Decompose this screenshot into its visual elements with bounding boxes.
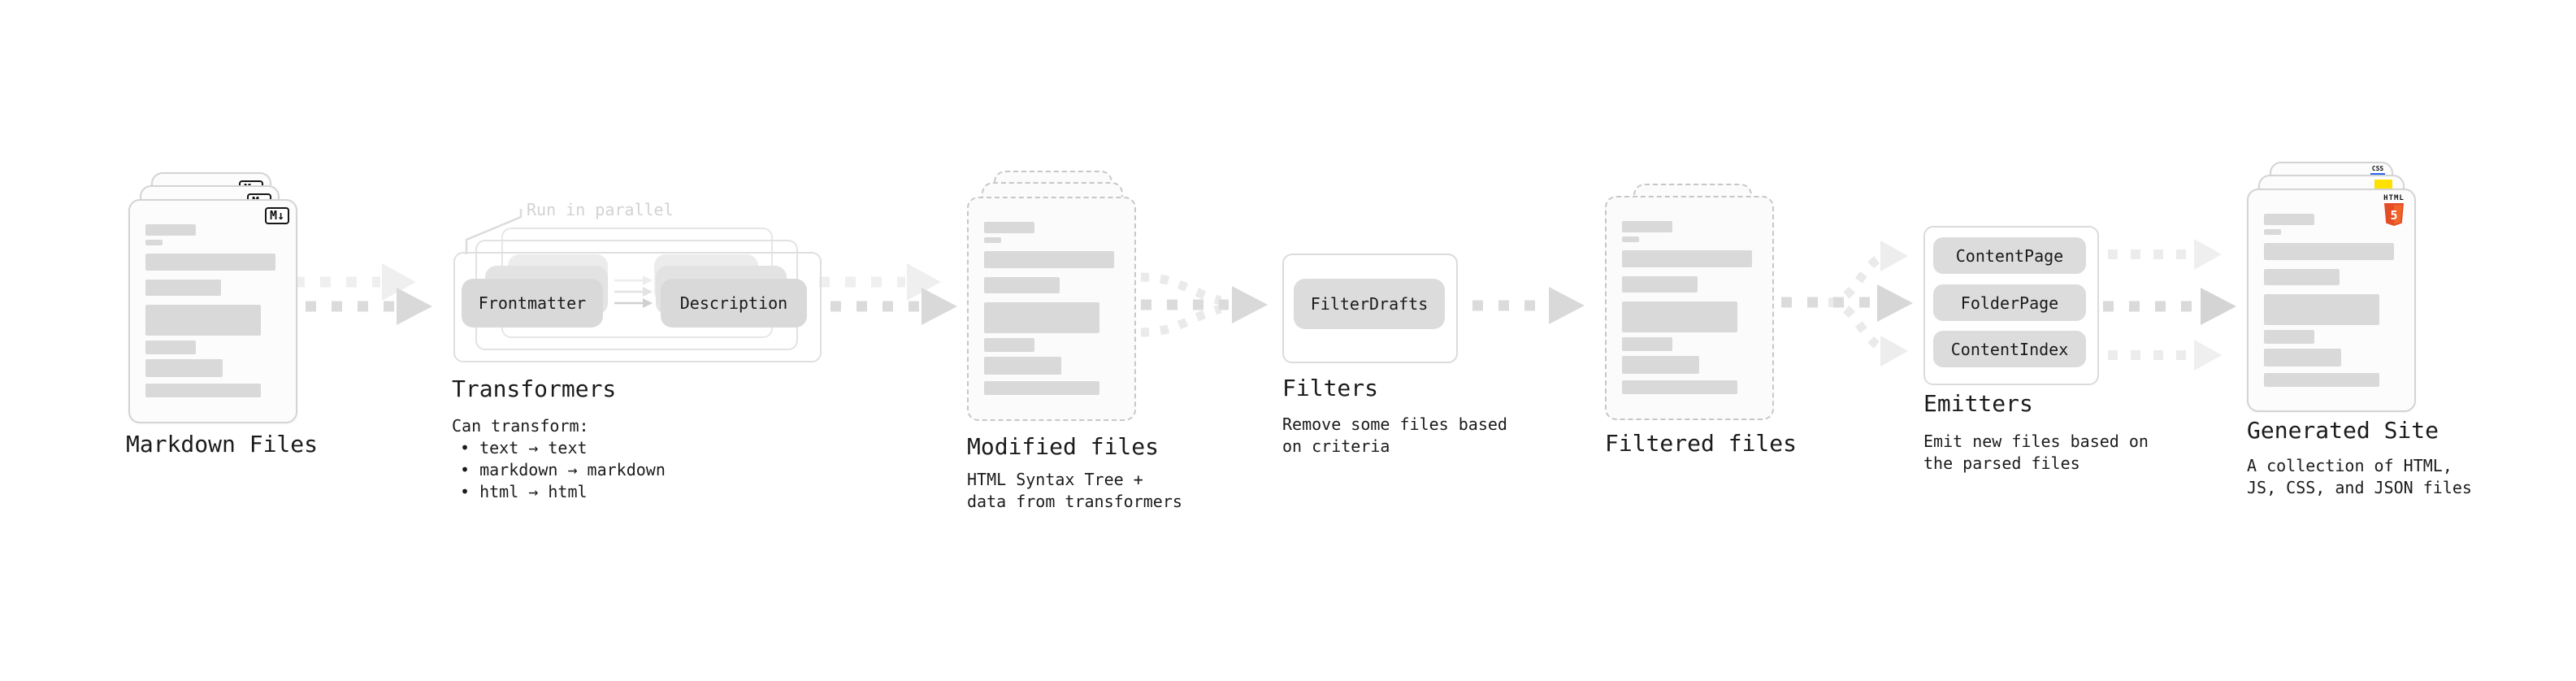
css-file-icon: CSS <box>2370 166 2385 176</box>
stage-label-markdown-files: Markdown Files <box>126 431 319 458</box>
stage-label-modified-files: Modified files <box>967 433 1160 460</box>
description-line: Can transform: <box>452 416 589 436</box>
markdown-doc-front: M↓ <box>128 199 297 423</box>
filter-box-filterdrafts: FilterDrafts <box>1294 279 1445 329</box>
html5-icon: HTML 5 <box>2383 195 2405 230</box>
stage-label-transformers: Transformers <box>452 375 617 402</box>
arrow-emitters-to-generated <box>2103 239 2236 371</box>
doc-content-bars <box>1622 221 1754 394</box>
generated-site-description: A collection of HTML, JS, CSS, and JSON … <box>2247 455 2472 499</box>
description-line: • text → text <box>460 438 588 458</box>
description-line: A collection of HTML, <box>2247 456 2452 475</box>
emitter-box-contentpage: ContentPage <box>1933 237 2086 274</box>
emitter-box-contentindex: ContentIndex <box>1933 331 2086 367</box>
arrow-filtered-to-emitters <box>1781 241 1913 367</box>
doc-content-bars <box>145 224 278 397</box>
description-line: the parsed files <box>1923 453 2080 473</box>
doc-content-bars <box>984 222 1117 395</box>
filtered-doc-front <box>1605 196 1774 420</box>
modified-files-description: HTML Syntax Tree + data from transformer… <box>967 469 1182 513</box>
js-file-icon <box>2374 180 2392 189</box>
description-line: • html → html <box>460 482 588 501</box>
modified-doc-front <box>967 197 1136 421</box>
description-line: • markdown → markdown <box>460 460 666 479</box>
svg-text:5: 5 <box>2390 208 2397 223</box>
transformer-box-frontmatter: Frontmatter <box>462 279 603 327</box>
stage-label-generated-site: Generated Site <box>2247 417 2439 444</box>
markdown-icon: M↓ <box>264 207 289 224</box>
description-line: HTML Syntax Tree + <box>967 470 1143 489</box>
emitters-description: Emit new files based on the parsed files <box>1923 431 2149 475</box>
transformer-layer-front <box>453 252 822 362</box>
description-line: Remove some files based <box>1282 414 1507 434</box>
stage-label-filtered-files: Filtered files <box>1605 430 1798 457</box>
html5-shield-icon: 5 <box>2384 203 2404 226</box>
emitter-box-folderpage: FolderPage <box>1933 284 2086 321</box>
arrow-modified-to-filters <box>1140 272 1268 337</box>
description-line: JS, CSS, and JSON files <box>2247 478 2472 497</box>
transformer-box-description: Description <box>661 279 807 327</box>
doc-content-bars <box>2264 214 2396 387</box>
description-line: Emit new files based on <box>1923 432 2149 451</box>
filters-description: Remove some files based on criteria <box>1282 414 1507 458</box>
stage-label-filters: Filters <box>1282 375 1379 401</box>
arrow-markdown-to-transformers <box>294 263 432 325</box>
arrow-filters-to-filtered <box>1472 287 1585 324</box>
stage-label-emitters: Emitters <box>1923 390 2033 417</box>
generated-doc-front: HTML 5 <box>2247 189 2416 412</box>
run-in-parallel-annotation: Run in parallel <box>527 200 674 219</box>
transformers-description: Can transform: • text → text • markdown … <box>452 415 666 503</box>
arrow-transformers-to-modified <box>819 263 957 325</box>
description-line: data from transformers <box>967 492 1182 511</box>
description-line: on criteria <box>1282 436 1390 456</box>
